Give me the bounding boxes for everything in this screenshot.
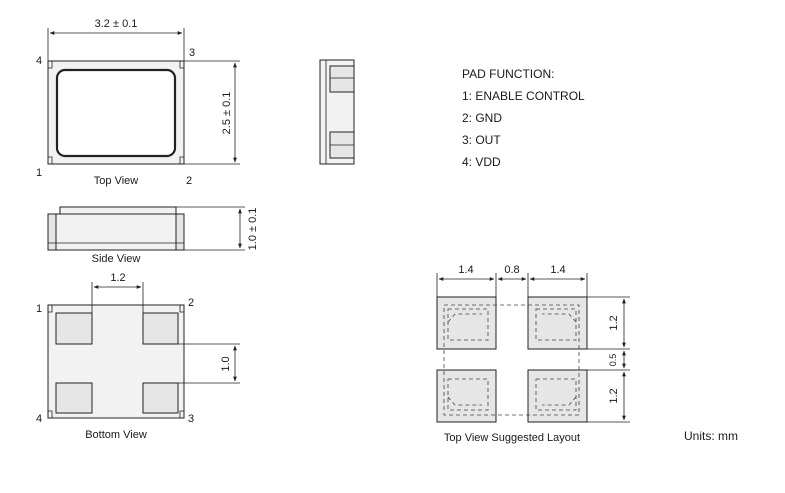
land-pad-bottom-left	[436, 369, 497, 423]
land-pad-bottom-right	[527, 369, 588, 423]
bottom-spacing-dimension: 1.2	[110, 272, 125, 284]
pad-function-title: PAD FUNCTION:	[462, 67, 554, 81]
pad-function-item-2: 2: GND	[462, 111, 502, 125]
pad-function-list: PAD FUNCTION: 1: ENABLE CONTROL 2: GND 3…	[462, 67, 585, 169]
units-label: Units: mm	[684, 429, 738, 443]
pad-function-item-1: 1: ENABLE CONTROL	[462, 89, 585, 103]
land-pad-top-right	[527, 296, 588, 350]
layout-dim-gap: 0.8	[504, 264, 519, 276]
end-view	[319, 59, 355, 165]
pad-function-item-3: 3: OUT	[462, 133, 501, 147]
top-height-dimension: 2.5 ± 0.1	[221, 92, 233, 135]
bottom-gap-dimension: 1.0	[220, 356, 232, 371]
bottom-pin-4: 4	[36, 413, 42, 425]
side-view: 1.0 ± 0.1 Side View	[47, 206, 259, 265]
top-pin-4: 4	[36, 55, 42, 67]
layout-dim-top: 1.2	[608, 315, 620, 330]
side-height-dimension: 1.0 ± 0.1	[247, 208, 259, 251]
layout-dim-bottom: 1.2	[608, 388, 620, 403]
bottom-pin-2: 2	[188, 297, 194, 309]
top-view-caption: Top View	[94, 175, 138, 187]
top-pin-1: 1	[36, 167, 42, 179]
top-pin-2: 2	[186, 175, 192, 187]
bottom-pin-1: 1	[36, 303, 42, 315]
layout-dim-left: 1.4	[458, 264, 473, 276]
top-pin-3: 3	[189, 47, 195, 59]
bottom-view-caption: Bottom View	[85, 429, 147, 441]
layout-caption: Top View Suggested Layout	[444, 432, 580, 444]
top-view: 3.2 ± 0.1 2.5 ± 0.1 1 2 3 4 Top View	[36, 18, 240, 187]
bottom-view: 1.2 1.0 1 2 3 4 Bottom View	[36, 272, 240, 441]
pad-function-item-4: 4: VDD	[462, 155, 501, 169]
component-outline	[443, 304, 580, 416]
bottom-pin-3: 3	[188, 413, 194, 425]
layout-dim-mid: 0.5	[608, 354, 618, 367]
suggested-layout: 1.4 0.8 1.4 1.2 0.5 1.2 Top View Suggest…	[436, 264, 630, 444]
layout-dim-right: 1.4	[550, 264, 565, 276]
top-width-dimension: 3.2 ± 0.1	[95, 18, 138, 30]
side-view-caption: Side View	[92, 253, 141, 265]
